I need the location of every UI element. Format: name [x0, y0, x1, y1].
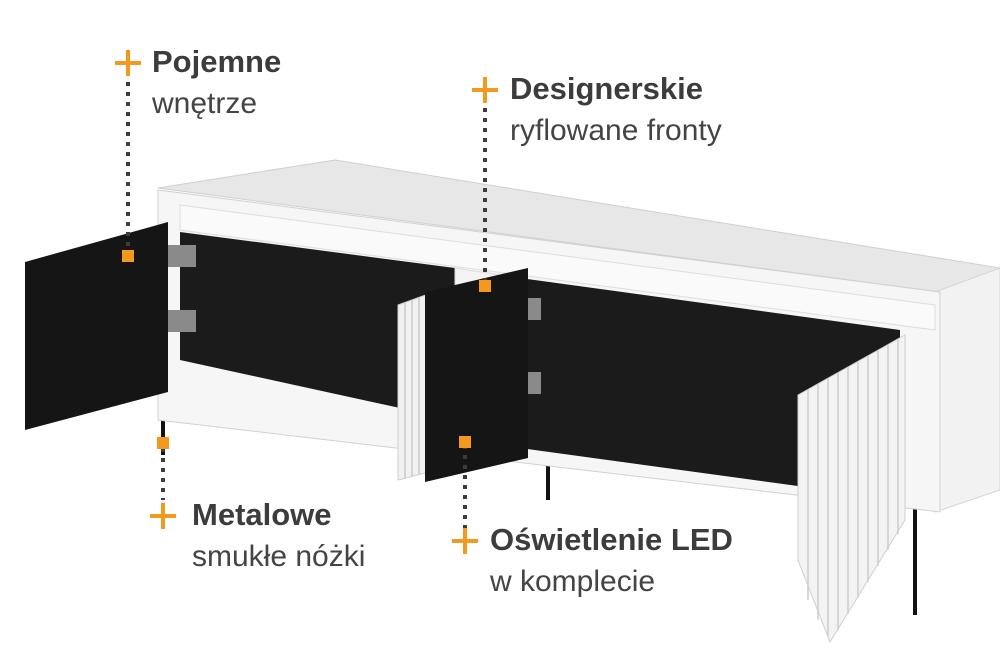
callout-metal-legs: Metalowe smukłe nóżki: [192, 495, 365, 579]
plus-icon: [472, 77, 498, 103]
callout-fluted-fronts: Designerskie ryflowane fronty: [510, 69, 722, 153]
cabinet-side: [934, 267, 1000, 513]
left-door-open: [25, 222, 168, 430]
callout-title: Pojemne: [152, 44, 282, 79]
callout-subtitle: wnętrze: [152, 87, 258, 120]
leader-lines: [126, 82, 487, 528]
right-door-open: [425, 268, 528, 482]
plus-icon: [115, 50, 141, 76]
callout-subtitle: smukłe nóżki: [192, 540, 366, 573]
plus-icon: [150, 503, 176, 529]
callout-title: Designerskie: [510, 71, 703, 106]
callout-subtitle: ryflowane fronty: [510, 114, 722, 147]
callout-led-lighting: Oświetlenie LED w komplecie: [490, 520, 733, 604]
callout-markers: [122, 250, 491, 449]
callout-subtitle: w komplecie: [490, 565, 656, 598]
left-compartment-interior: [180, 232, 455, 420]
callout-title: Oświetlenie LED: [490, 522, 733, 557]
plus-icon: [452, 528, 478, 554]
cabinet-top: [157, 159, 1000, 293]
callout-capacious-interior: Pojemne wnętrze: [152, 42, 281, 126]
callout-title: Metalowe: [192, 497, 332, 532]
